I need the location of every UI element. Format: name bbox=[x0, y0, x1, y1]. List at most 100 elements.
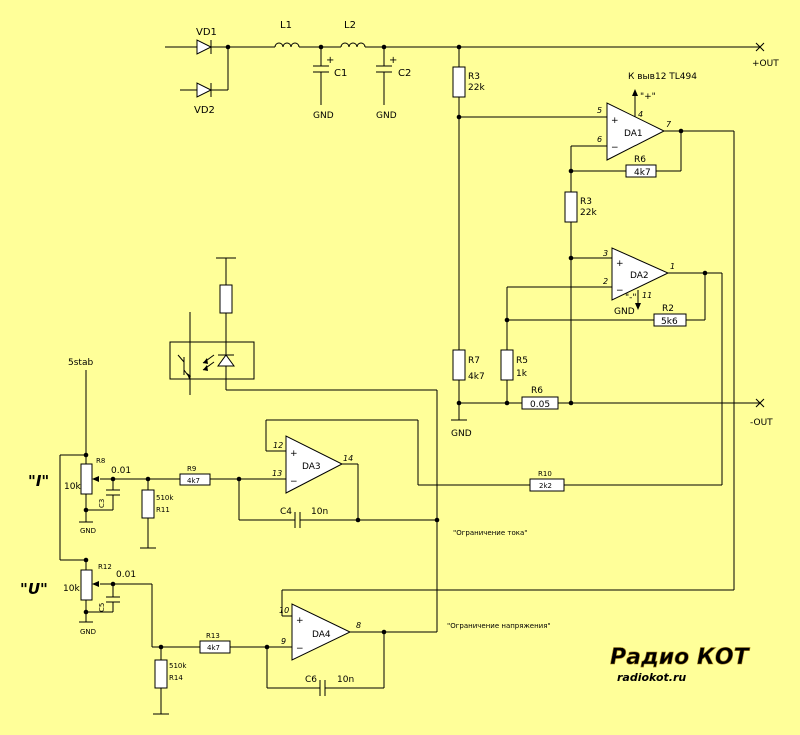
potentiometer-r12 bbox=[80, 569, 93, 601]
da4-pin9: 9 bbox=[281, 637, 286, 646]
r7-label: R7 bbox=[468, 356, 480, 366]
optocoupler bbox=[169, 257, 438, 520]
resistor-r14 bbox=[154, 659, 168, 689]
da1-pin5: 5 bbox=[597, 106, 602, 115]
r13-value: 4k7 bbox=[207, 644, 220, 652]
gnd-c2: GND bbox=[376, 111, 397, 121]
da2-pin3: 3 bbox=[603, 249, 608, 258]
da3-minus: − bbox=[290, 477, 298, 487]
r6-top-label: R6 bbox=[634, 155, 646, 165]
da1-minus: − bbox=[611, 143, 619, 153]
r2-label: R2 bbox=[662, 304, 674, 314]
c6-label: C6 bbox=[305, 675, 317, 685]
da2-minus: − bbox=[616, 286, 624, 296]
da3-pin12: 12 bbox=[273, 441, 283, 450]
da1-plus: + bbox=[611, 116, 619, 126]
resistor-r11 bbox=[141, 489, 155, 519]
voltage-limit-section: "U" R12 10k 0.01 C5 GND 510k R14 R13 4k7 bbox=[20, 520, 551, 715]
led-diode bbox=[217, 354, 235, 367]
opamp-da4 bbox=[291, 603, 352, 661]
r5-value: 1k bbox=[516, 369, 528, 379]
da1-pin4: 4 bbox=[638, 110, 643, 119]
c4-label: C4 bbox=[280, 507, 292, 517]
r14-label: R14 bbox=[169, 674, 183, 682]
da3-pin14: 14 bbox=[343, 454, 353, 463]
gnd-r7: GND bbox=[451, 429, 472, 439]
r14-value: 510k bbox=[169, 662, 187, 670]
da1-label: DA1 bbox=[624, 129, 643, 139]
da4-pin8: 8 bbox=[356, 621, 361, 630]
c2-label: C2 bbox=[398, 68, 411, 79]
r2-value: 5k6 bbox=[661, 317, 678, 327]
logo-url: radiokot.ru bbox=[617, 671, 686, 684]
label-u: "U" bbox=[20, 580, 48, 598]
current-shunt: R6 0.05 -OUT bbox=[456, 386, 773, 428]
resistor-r7 bbox=[452, 349, 466, 381]
logo-title: Радио КОТ bbox=[610, 645, 751, 670]
r5-label: R5 bbox=[516, 356, 528, 366]
resistor-r3-top bbox=[452, 66, 466, 98]
r3-mid-value: 22k bbox=[580, 208, 597, 218]
c1-plus: + bbox=[326, 55, 334, 66]
divider-r3-r7: R3 22k R7 4k7 GND bbox=[451, 44, 607, 439]
r8-value: 10k bbox=[64, 482, 81, 492]
opamp-da1: DA1 + − 5 6 4 7 "+" К выв12 TL494 R6 4k7… bbox=[281, 72, 735, 617]
out-plus-label: +OUT bbox=[752, 59, 779, 69]
r10-label: R10 bbox=[538, 470, 552, 478]
gnd-da2: GND bbox=[614, 307, 635, 317]
r3-mid-label: R3 bbox=[580, 197, 592, 207]
r9-label: R9 bbox=[187, 465, 196, 473]
da1-pin6: 6 bbox=[597, 135, 602, 144]
c5-label: C5 bbox=[98, 603, 106, 612]
da2-pin11: 11 bbox=[642, 291, 652, 300]
r12-value: 10k bbox=[63, 584, 80, 594]
out-minus-terminal bbox=[755, 398, 765, 408]
diode-vd2 bbox=[196, 82, 213, 98]
r6-top-value: 4k7 bbox=[634, 168, 651, 178]
diode-vd1 bbox=[196, 39, 213, 55]
stab5-label: 5stab bbox=[68, 358, 93, 368]
current-limit-note: "Ограничение тока" bbox=[453, 529, 527, 537]
vd2-label: VD2 bbox=[194, 105, 215, 116]
da1-supply-plus: "+" bbox=[640, 92, 656, 102]
r6-shunt-value: 0.05 bbox=[530, 400, 550, 410]
r11-label: R11 bbox=[156, 506, 170, 514]
opamp-da3 bbox=[285, 435, 344, 494]
da2-label: DA2 bbox=[630, 271, 649, 281]
r7-value: 4k7 bbox=[468, 372, 485, 382]
r9-value: 4k7 bbox=[187, 477, 200, 485]
out-plus-terminal bbox=[755, 42, 765, 52]
r3-top-value: 22k bbox=[468, 83, 485, 93]
da2-plus: + bbox=[616, 259, 624, 269]
resistor-r5 bbox=[500, 349, 514, 381]
r6-shunt-label: R6 bbox=[531, 386, 543, 396]
da2-supply-minus: "-" bbox=[625, 293, 637, 303]
c3-value: 0.01 bbox=[111, 466, 131, 476]
resistor-led bbox=[219, 284, 233, 314]
optocoupler-box bbox=[169, 341, 255, 380]
label-i: "I" bbox=[28, 472, 49, 490]
c5-value: 0.01 bbox=[116, 570, 136, 580]
r13-label: R13 bbox=[206, 632, 220, 640]
r10-value: 2k2 bbox=[539, 482, 552, 490]
c6-value: 10n bbox=[337, 675, 354, 685]
tl494-note: К выв12 TL494 bbox=[628, 72, 697, 82]
vd1-label: VD1 bbox=[196, 27, 217, 38]
da4-plus: + bbox=[296, 616, 304, 626]
current-limit-section: 5stab "I" R8 10k 0.01 C3 GND 510k R11 bbox=[28, 358, 722, 561]
c2-plus: + bbox=[389, 55, 397, 66]
da2-pin2: 2 bbox=[603, 277, 608, 286]
da3-plus: + bbox=[290, 449, 298, 459]
c4-value: 10n bbox=[311, 507, 328, 517]
r8-label: R8 bbox=[96, 457, 105, 465]
voltage-limit-note: "Ограничение напряжения" bbox=[447, 622, 551, 630]
da3-pin13: 13 bbox=[272, 469, 282, 478]
l1-label: L1 bbox=[280, 20, 292, 31]
da1-pin7: 7 bbox=[666, 120, 672, 129]
gnd-r12: GND bbox=[80, 628, 96, 636]
inductor-l2 bbox=[340, 42, 366, 48]
potentiometer-r8 bbox=[80, 463, 93, 495]
c1-label: C1 bbox=[334, 68, 347, 79]
da4-minus: − bbox=[296, 644, 304, 654]
